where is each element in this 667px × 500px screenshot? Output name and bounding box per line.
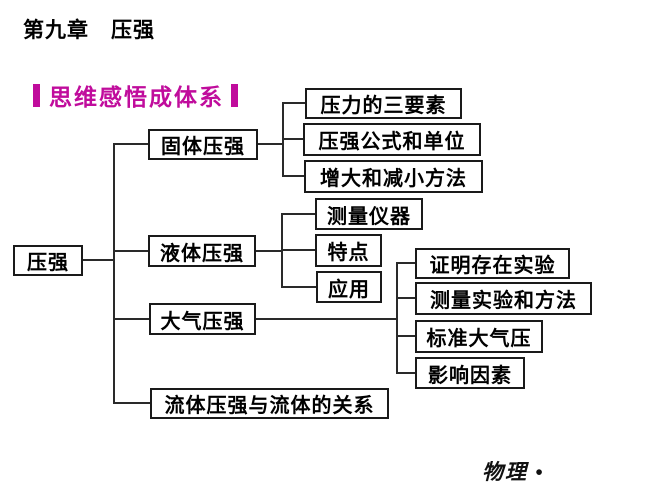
- node-liquid-pressure: 液体压强: [148, 235, 256, 267]
- connector-branch-atmos: [113, 318, 149, 320]
- connector-branch-fluid: [113, 402, 150, 404]
- node-influencing-factors: 影响因素: [415, 357, 525, 389]
- connector-solid-child-3: [282, 175, 304, 177]
- header-accent-bar-right: [231, 83, 238, 107]
- node-atmospheric-pressure: 大气压强: [149, 303, 256, 335]
- connector-solid-child-2: [282, 138, 303, 140]
- node-applications: 应用: [316, 271, 382, 303]
- connector-atmos-child-1: [396, 262, 415, 264]
- node-standard-atmospheric-pressure: 标准大气压: [415, 320, 543, 353]
- connector-atmos-child-3: [396, 335, 415, 337]
- connector-atmos-out: [256, 318, 397, 320]
- connector-atmos-trunk: [396, 262, 398, 374]
- connector-liquid-child-3: [281, 286, 316, 288]
- node-fluid-pressure-relation: 流体压强与流体的关系: [150, 388, 389, 419]
- node-measurement-experiment-methods: 测量实验和方法: [415, 282, 592, 315]
- connector-root-horizontal: [83, 259, 113, 261]
- connector-liquid-child-2: [281, 249, 315, 251]
- header-accent-bar-left: [33, 83, 40, 107]
- connector-branch-solid: [113, 143, 148, 145]
- connector-atmos-child-4: [396, 372, 415, 374]
- footer-subject-label: 物理 •: [482, 460, 545, 484]
- section-header-label: 思维感悟成体系: [49, 84, 224, 110]
- connector-solid-child-1: [282, 102, 305, 104]
- node-root-pressure: 压强: [13, 245, 83, 276]
- connector-liquid-out: [256, 250, 282, 252]
- node-measuring-instruments: 测量仪器: [315, 198, 423, 230]
- connector-liquid-child-1: [281, 213, 315, 215]
- section-header: 思维感悟成体系: [33, 78, 238, 112]
- page-title: 第九章 压强: [23, 18, 155, 42]
- connector-atmos-child-2: [396, 297, 415, 299]
- node-characteristics: 特点: [315, 234, 382, 267]
- connector-main-trunk: [113, 143, 115, 404]
- node-increase-decrease-methods: 增大和减小方法: [304, 160, 483, 193]
- node-pressure-formula-units: 压强公式和单位: [303, 123, 481, 156]
- node-force-three-elements: 压力的三要素: [305, 88, 462, 119]
- node-existence-proof-experiment: 证明存在实验: [415, 248, 570, 279]
- connector-branch-liquid: [113, 250, 148, 252]
- connector-solid-out: [258, 143, 283, 145]
- node-solid-pressure: 固体压强: [148, 129, 258, 160]
